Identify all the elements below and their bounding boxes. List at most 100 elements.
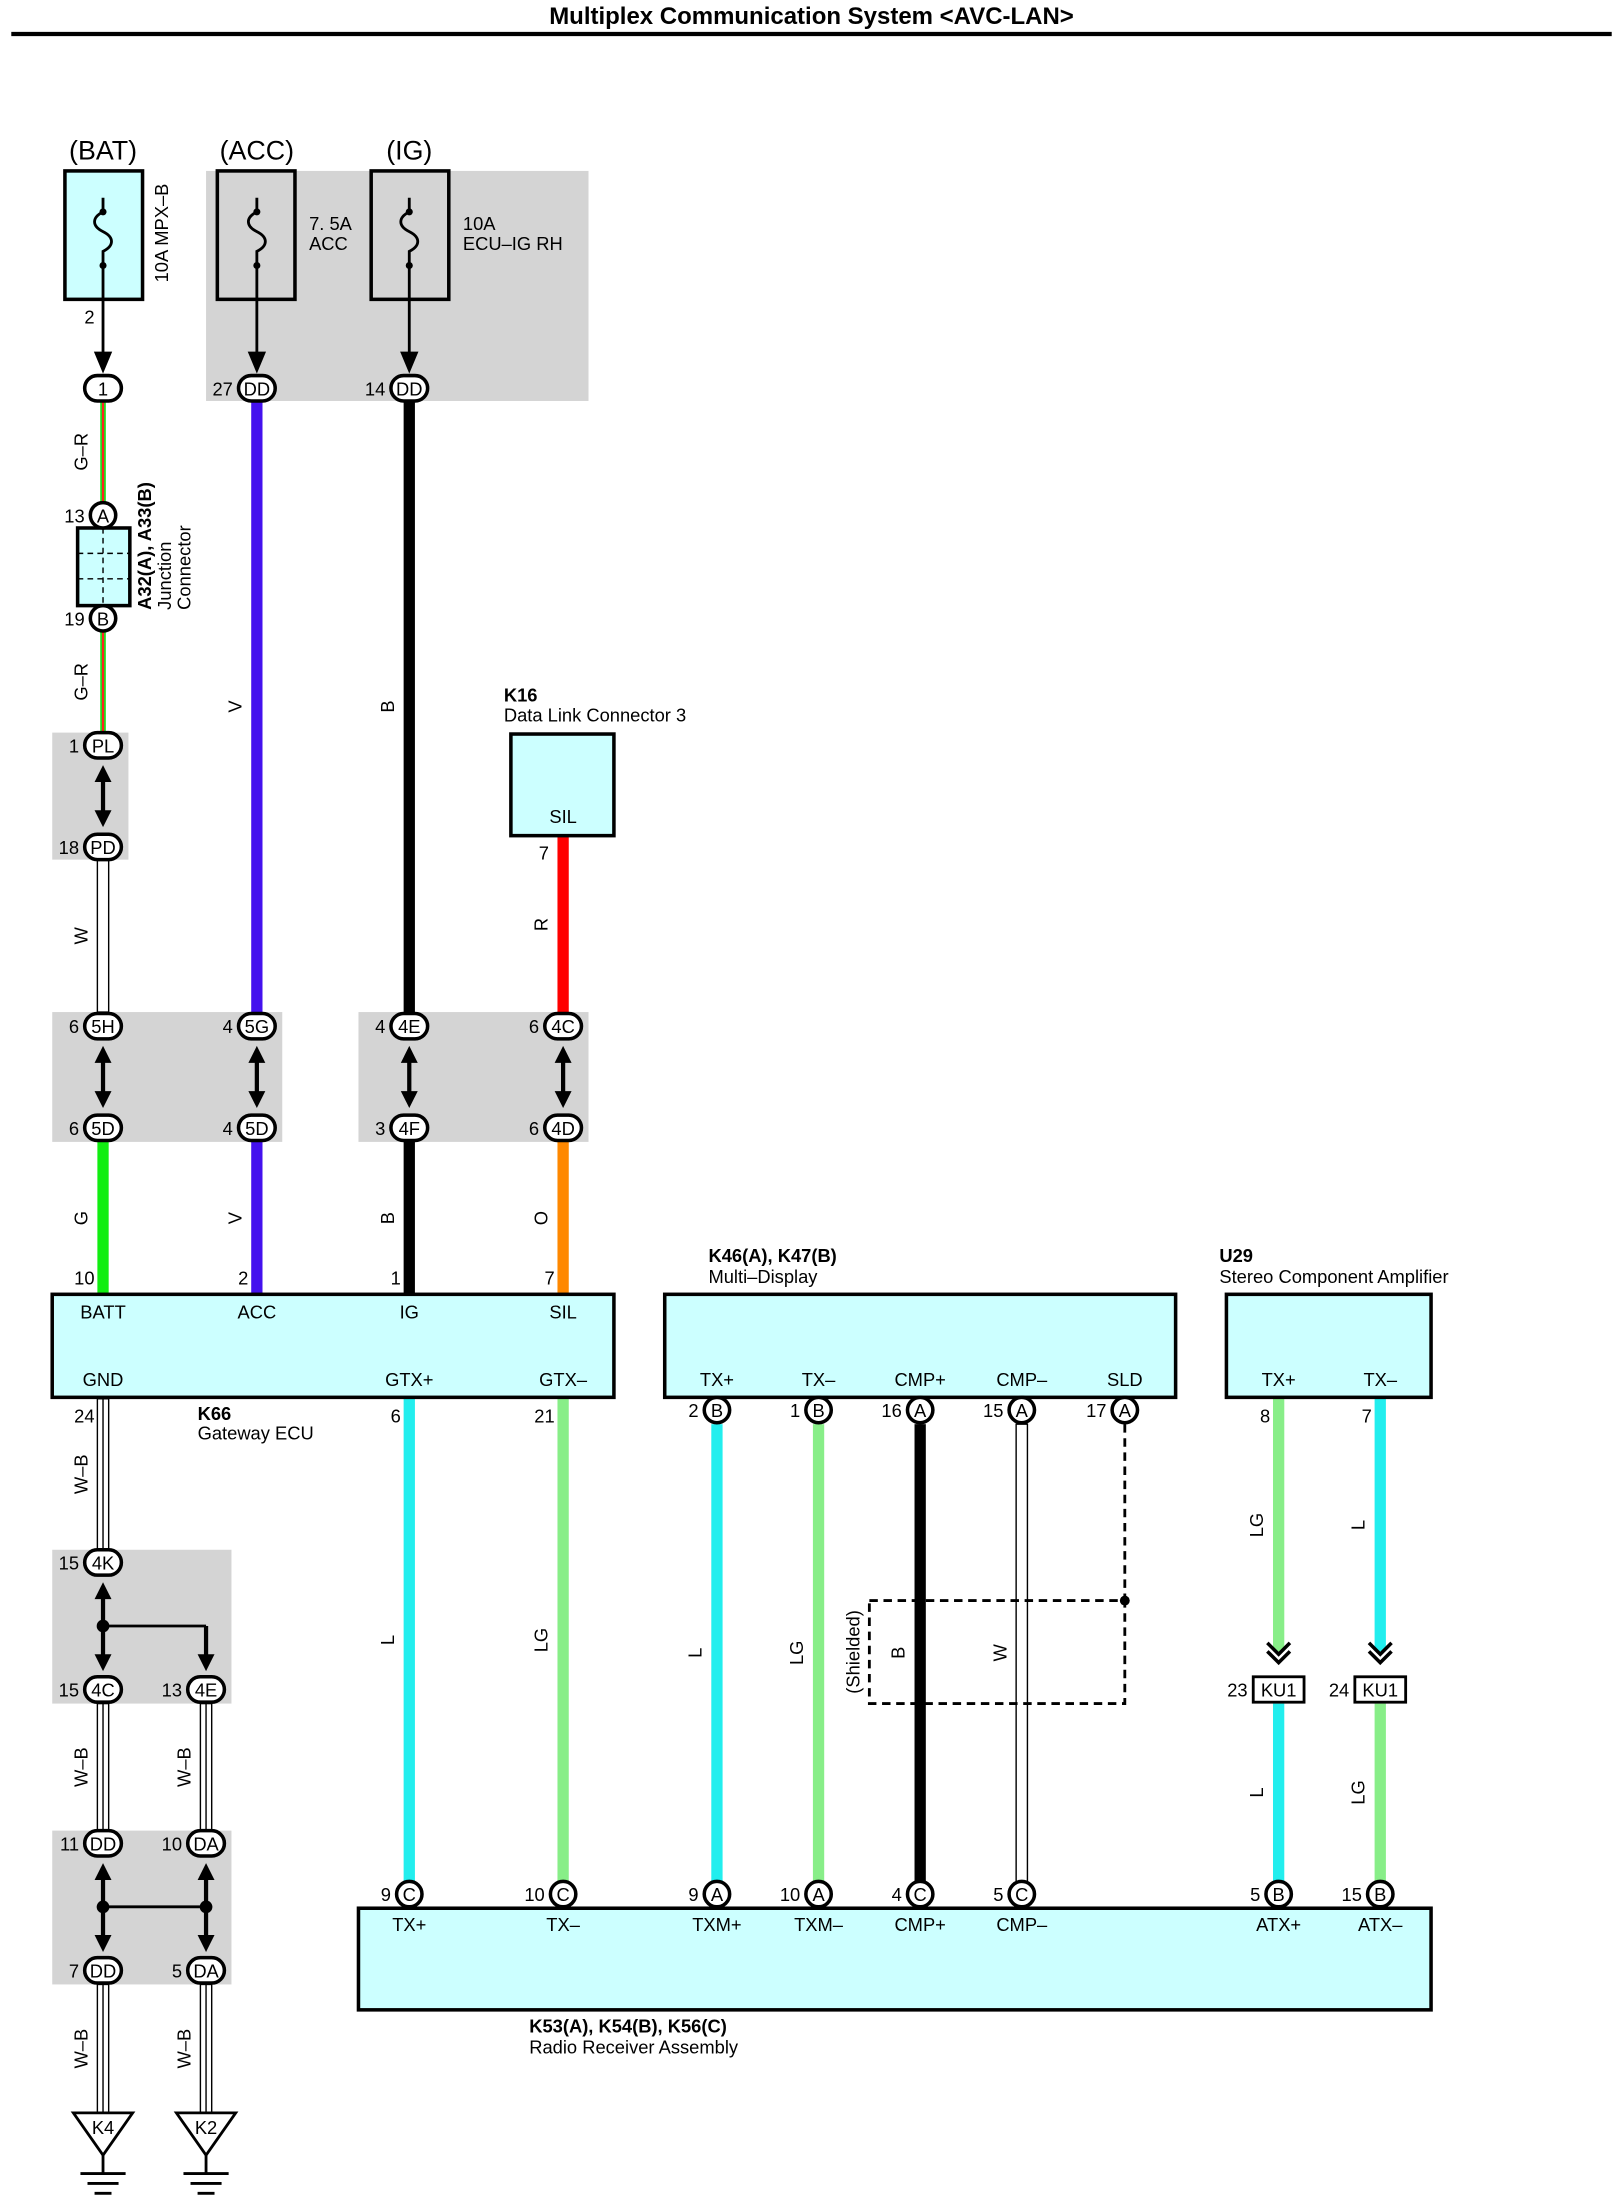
wire-g: G	[71, 1141, 109, 1295]
connector-code: A	[812, 1884, 825, 1905]
dlc-pin: 7	[539, 843, 549, 864]
pin-number: 15	[59, 1680, 79, 1701]
pin-a: A13	[64, 500, 118, 530]
connector-code: DD	[396, 378, 422, 399]
pin-number: 15	[1342, 1884, 1362, 1905]
fuse-leads	[93, 265, 419, 374]
arrowhead	[94, 1863, 112, 1881]
wire-color-label: L	[1246, 1787, 1267, 1797]
pin-number: 17	[1086, 1400, 1106, 1421]
pin-number: 14	[365, 378, 385, 399]
wire-w-b: W–B	[71, 1983, 110, 2114]
connector-code: C	[914, 1884, 927, 1905]
wire-color-label: B	[377, 700, 398, 712]
shielded-label: (Shielded)	[842, 1610, 863, 1694]
wire-segment	[914, 1424, 926, 1882]
wire-color-label: W–B	[71, 2029, 92, 2069]
connector-code: KU1	[1261, 1680, 1297, 1701]
connector-4c: 4C6	[529, 1011, 584, 1041]
wire-v: V	[224, 400, 263, 1013]
pin-number: 2	[688, 1400, 698, 1421]
pin-b: B5	[1250, 1879, 1294, 1909]
connector-code: 4E	[195, 1680, 217, 1701]
pin-c: C10	[524, 1879, 578, 1909]
wire-b: B	[377, 400, 415, 1013]
connector-da: DA5	[172, 1955, 227, 1985]
gateway-terminal-batt: BATT	[80, 1301, 125, 1322]
wire-w-b: W–B	[174, 1702, 213, 1832]
pin-number: 2	[84, 306, 94, 327]
pin-number: 4	[892, 1884, 902, 1905]
wire-color-label: LG	[786, 1641, 807, 1665]
pin-number: 10	[780, 1884, 800, 1905]
gateway-terminal-gnd: GND	[83, 1369, 124, 1390]
wire-b: B	[377, 1141, 415, 1295]
pin-number: 6	[529, 1016, 539, 1037]
pin-b: B2	[688, 1395, 732, 1425]
pin-number: 7	[69, 1960, 79, 1981]
connector-code: DA	[193, 1833, 219, 1854]
connector-code: PL	[92, 735, 114, 756]
arrowhead	[248, 1091, 266, 1109]
arrowhead	[197, 1935, 215, 1952]
radio-terminal-atx-minus: ATX–	[1358, 1914, 1403, 1935]
pin-b: B1	[790, 1395, 834, 1425]
radio-terminal-txm-plus: TXM+	[692, 1914, 741, 1935]
connector-dd: DD 14	[365, 373, 430, 403]
wire-segment	[557, 837, 569, 1013]
gateway-terminal-acc: ACC	[238, 1301, 277, 1322]
connector-code: 1	[98, 378, 108, 399]
arrowhead	[554, 1091, 572, 1109]
wire-color-label: L	[684, 1648, 705, 1658]
radio-code: K53(A), K54(B), K56(C)	[529, 2015, 727, 2036]
wire-color-label: W–B	[174, 1747, 195, 1787]
pin-number: 23	[1227, 1680, 1247, 1701]
multidisplay-terminal-sld: SLD	[1107, 1369, 1143, 1390]
multidisplay-terminal-cmp-plus: CMP+	[894, 1369, 945, 1390]
gateway-terminal-gtx-plus: GTX+	[385, 1369, 433, 1390]
fuse-bat: 10A MPX–B	[63, 169, 172, 302]
pin-number: 8	[1260, 1406, 1270, 1427]
connector-code: 4D	[551, 1118, 574, 1139]
arrowhead	[554, 1045, 572, 1063]
pin-number: 4	[223, 1016, 233, 1037]
wire-segment	[711, 1424, 723, 1882]
pin-number: 4	[223, 1118, 233, 1139]
wire-lg: LG	[1348, 1703, 1386, 1882]
wire-segment	[812, 1424, 825, 1882]
connector-5d: 5D4	[223, 1113, 277, 1143]
radio-name: Radio Receiver Assembly	[529, 2037, 739, 2058]
arrowhead	[94, 810, 112, 828]
pin-c: C5	[993, 1879, 1037, 1909]
connector-code: 5D	[91, 1118, 114, 1139]
pin-number: 13	[162, 1680, 182, 1701]
shield-outline: (Shielded)	[842, 1424, 1130, 1706]
wire-color-label: V	[224, 700, 245, 713]
dlc-code: K16	[504, 685, 538, 706]
wire-lg: LG	[786, 1424, 825, 1882]
ground-k2: K2	[173, 2111, 239, 2195]
wire-w-b: W–B	[174, 1983, 213, 2114]
arrowhead	[94, 1654, 112, 1672]
arrowhead	[94, 1582, 112, 1600]
wire-w: W	[71, 858, 110, 1013]
wire-color-label: G	[71, 1211, 92, 1225]
pin-number: 2	[238, 1267, 248, 1288]
acc-source-label: (ACC)	[220, 136, 294, 166]
pin-number: 15	[983, 1400, 1003, 1421]
connector-code: DD	[90, 1833, 116, 1854]
junction-code: A32(A), A33(B)	[134, 482, 155, 610]
chevron-down-icon	[1367, 1641, 1393, 1666]
arrowhead	[94, 1091, 112, 1109]
radio-terminal-cmp-minus: CMP–	[996, 1914, 1048, 1935]
multidisplay-terminal-tx-plus: TX+	[700, 1369, 734, 1390]
fuse-ig-rating: 10A	[463, 213, 496, 234]
pin-b: B 15	[1342, 1879, 1395, 1909]
ig-source-label: (IG)	[386, 136, 432, 166]
connector-code: B	[1374, 1884, 1386, 1905]
wire-color-label: B	[888, 1647, 909, 1659]
